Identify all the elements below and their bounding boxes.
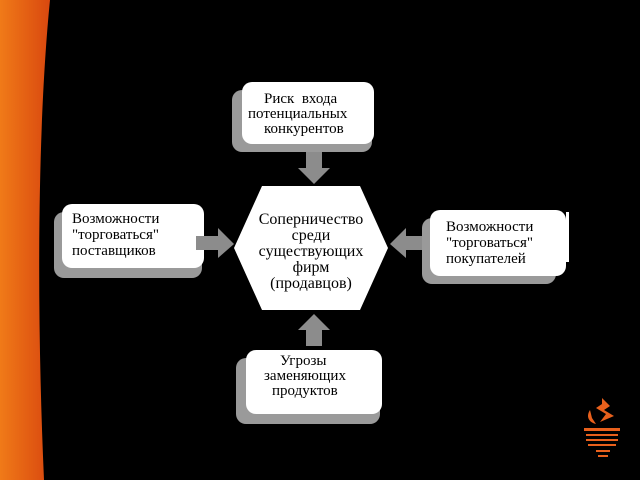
left-box-line2: "торговаться"	[72, 227, 159, 243]
left-box-line3: поставщиков	[72, 243, 156, 259]
logo-icon	[584, 398, 620, 457]
bottom-box-line1: Угрозы	[280, 353, 327, 369]
arrow-up	[298, 314, 330, 346]
top-box-line2: потенциальных	[248, 106, 348, 122]
arrow-down	[298, 152, 330, 184]
center-line2: среди	[291, 227, 331, 244]
bottom-box-line2: заменяющих	[264, 368, 346, 384]
left-box-line1: Возможности	[72, 211, 160, 227]
bottom-box-line3: продуктов	[272, 383, 338, 399]
bottom-box	[246, 350, 382, 414]
top-box	[242, 82, 374, 144]
center-line3: существующих	[258, 243, 364, 260]
center-line1: Соперничество	[258, 211, 364, 228]
left-box	[62, 204, 204, 268]
right-edge-mark	[566, 212, 569, 262]
center-line4: фирм	[292, 259, 330, 276]
arrow-right	[196, 228, 234, 258]
top-box-line1: Риск входа	[264, 91, 338, 107]
arrow-left	[390, 228, 422, 258]
right-box-line3: покупателей	[446, 251, 526, 267]
right-box	[430, 210, 566, 276]
top-box-line3: конкурентов	[264, 121, 344, 137]
right-box-line1: Возможности	[446, 219, 534, 235]
right-box-line2: "торговаться"	[446, 235, 533, 251]
center-hexagon	[234, 186, 388, 310]
center-line5: (продавцов)	[270, 275, 352, 292]
